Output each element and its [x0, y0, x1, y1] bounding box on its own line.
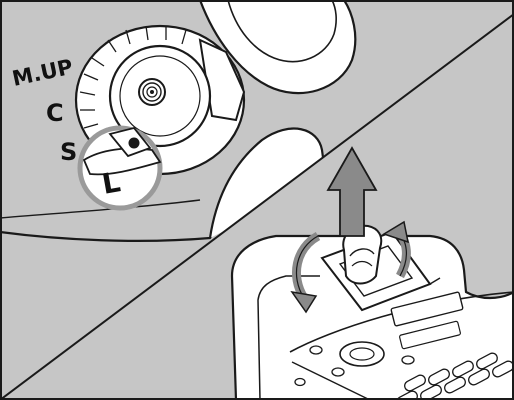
- lcd-window-secondary: [399, 320, 461, 350]
- control-button: [401, 355, 415, 365]
- bottom-control-panel: [294, 291, 464, 387]
- screw-socket-icon: [138, 78, 166, 106]
- camera-top-housing-inner: [227, 0, 337, 63]
- camera-body-edge: [0, 230, 215, 242]
- control-button: [294, 377, 306, 387]
- dial-label-continuous: C: [46, 99, 64, 127]
- dial-knurling: [79, 25, 187, 145]
- camera-bottom-ridge: [289, 291, 514, 353]
- latch-key-grip-lower: [351, 260, 373, 267]
- control-button: [331, 367, 345, 377]
- camera-bottom-contour: [257, 275, 320, 400]
- dial-label-lock: L: [99, 165, 122, 201]
- rotate-clockwise-icon: [382, 220, 411, 279]
- latch-hinge: [429, 277, 441, 285]
- dial-inner-cap-rim: [119, 55, 201, 137]
- dial-lock-segment: [82, 147, 162, 176]
- control-dial: [339, 341, 385, 367]
- control-dial-center: [349, 347, 375, 361]
- panel-divider: [0, 13, 514, 400]
- dial-label-single: S: [60, 138, 77, 166]
- lock-position-highlight: L: [77, 125, 163, 211]
- lcd-window: [390, 291, 464, 327]
- camera-grip-curve: [208, 127, 328, 239]
- rotate-counterclockwise-icon: [290, 232, 321, 314]
- camera-bottom-body: [230, 234, 514, 400]
- camera-body-inner-line: [0, 199, 201, 219]
- latch-key-grip: [349, 248, 375, 257]
- camera-bottom-bevel: [291, 361, 371, 400]
- dial-index-dot-icon: [128, 137, 140, 149]
- arrow-up-icon: [326, 146, 378, 237]
- camera-top-housing: [198, 0, 357, 95]
- latch-panel: [0, 13, 514, 400]
- control-button: [309, 345, 323, 355]
